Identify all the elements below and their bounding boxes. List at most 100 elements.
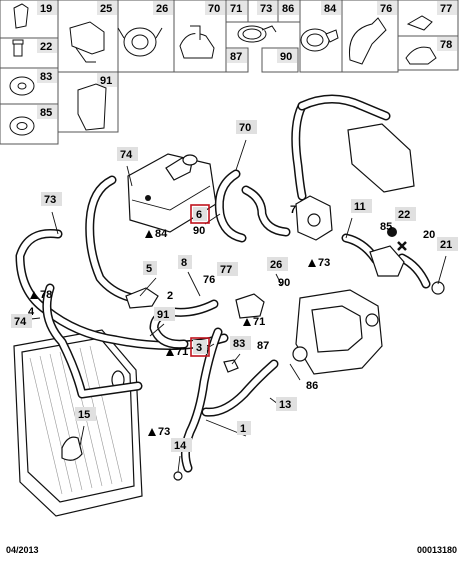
legend-ref-label: 84 [324, 3, 337, 15]
legend-thumbnails [9, 3, 437, 136]
callout-arrow-icon [308, 259, 316, 267]
callout-label: 8 [181, 257, 187, 269]
callout-label: 87 [257, 340, 269, 352]
callout-85: 85 [380, 221, 392, 233]
callout-70: 70 [236, 120, 257, 134]
callout-label: 91 [157, 309, 169, 321]
legend-ref-label: 71 [230, 3, 242, 15]
callout-label: 73 [318, 257, 330, 269]
callout-4: 4 [28, 306, 35, 318]
callout-label: 21 [440, 239, 452, 251]
legend-ref-label: 22 [40, 41, 52, 53]
callout-83: 83 [230, 336, 251, 350]
callout-label: 77 [220, 264, 232, 276]
callout-77: 77 [217, 262, 238, 276]
callout-5: 5 [143, 261, 157, 275]
exploded-assembly-drawing: 70 74 73 6 7 90 84 11 22 85 20 21 8 77 26 73 5 76 90 78 2 4 91… [11, 94, 458, 517]
callout-78: 78 [30, 289, 52, 301]
callout-8: 8 [178, 255, 192, 269]
callout-74: 74 [11, 314, 32, 328]
callout-label: 73 [158, 426, 170, 438]
callout-20: 20 [423, 229, 435, 241]
legend-cell-87: 87 [225, 47, 249, 73]
legend-cell-90: 90 [261, 47, 299, 73]
footer-date: 04/2013 [6, 545, 39, 555]
callout-label: 76 [203, 274, 215, 286]
legend-cell-73: 73 [247, 0, 279, 23]
legend-ref-label: 77 [440, 3, 452, 15]
callout-90: 90 [278, 277, 290, 289]
legend-cell-85: 85 [0, 103, 59, 145]
callout-label: 90 [193, 225, 205, 237]
callout-label: 6 [196, 209, 202, 221]
legend-ref-label: 86 [282, 3, 294, 15]
callout-14: 14 [171, 438, 192, 452]
callout-label: 74 [120, 149, 133, 161]
legend-ref-label: 85 [40, 107, 52, 119]
legend-ref-label: 76 [380, 3, 392, 15]
callout-73: 73 [308, 257, 330, 269]
callout-label: 85 [380, 221, 392, 233]
footer-reference: 00013180 [416, 545, 457, 555]
callout-label: 11 [354, 201, 366, 213]
legend-ref-label: 26 [156, 3, 168, 15]
coolant-hoses [15, 94, 431, 473]
callout-7: 7 [290, 204, 296, 216]
callout-label: 74 [14, 316, 27, 328]
legend-ref-label: 19 [40, 3, 52, 15]
callout-label: 1 [240, 423, 246, 435]
legend-ref-label: 91 [100, 75, 112, 87]
legend-ref-label: 73 [260, 3, 272, 15]
legend-cell-86: 86 [277, 0, 301, 23]
callout-73: 73 [41, 192, 62, 206]
callout-label: 84 [155, 228, 168, 240]
part-callouts: 70 74 73 6 7 90 84 11 22 85 20 21 8 77 26 73 5 76 90 78 2 4 91… [11, 120, 458, 452]
callout-22: 22 [395, 207, 416, 221]
callout-15: 15 [75, 407, 96, 421]
callout-3: 3 [190, 337, 210, 357]
legend-ref-label: 25 [100, 3, 112, 15]
callout-87: 87 [257, 340, 269, 352]
callout-label: 20 [423, 229, 435, 241]
callout-label: 4 [28, 306, 35, 318]
callout-84: 84 [145, 228, 168, 240]
callout-arrow-icon [145, 230, 153, 238]
callout-13: 13 [276, 397, 297, 411]
legend-ref-label: 90 [280, 51, 292, 63]
callout-arrow-icon [30, 291, 38, 299]
callout-label: 15 [78, 409, 90, 421]
callout-label: 83 [233, 338, 245, 350]
radiator [13, 329, 143, 517]
callout-6: 6 [190, 204, 210, 224]
legend-ref-label: 78 [440, 39, 452, 51]
callout-label: 7 [290, 204, 296, 216]
callout-91: 91 [154, 307, 175, 321]
callout-label: 71 [176, 346, 188, 358]
callout-arrow-icon [166, 348, 174, 356]
callout-2: 2 [167, 290, 173, 302]
small-fittings [173, 227, 445, 481]
callout-label: 71 [253, 316, 265, 328]
callout-26: 26 [267, 257, 288, 271]
callout-label: 13 [279, 399, 291, 411]
callout-90: 90 [193, 225, 205, 237]
callout-label: 3 [196, 342, 202, 354]
legend-cell-22: 22 [0, 37, 59, 69]
callout-label: 22 [398, 209, 410, 221]
callout-label: 14 [174, 440, 187, 452]
legend-cell-71: 71 [225, 0, 249, 23]
callout-76: 76 [203, 274, 215, 286]
callout-label: 2 [167, 290, 173, 302]
legend-cell-19: 19 [0, 0, 59, 39]
callout-label: 78 [40, 289, 52, 301]
callout-71: 71 [243, 316, 265, 328]
legend-cell-77: 77 [397, 0, 459, 37]
callout-label: 90 [278, 277, 290, 289]
callout-label: 26 [270, 259, 282, 271]
callout-label: 73 [44, 194, 56, 206]
callout-label: 5 [146, 263, 152, 275]
callout-74: 74 [117, 147, 138, 161]
